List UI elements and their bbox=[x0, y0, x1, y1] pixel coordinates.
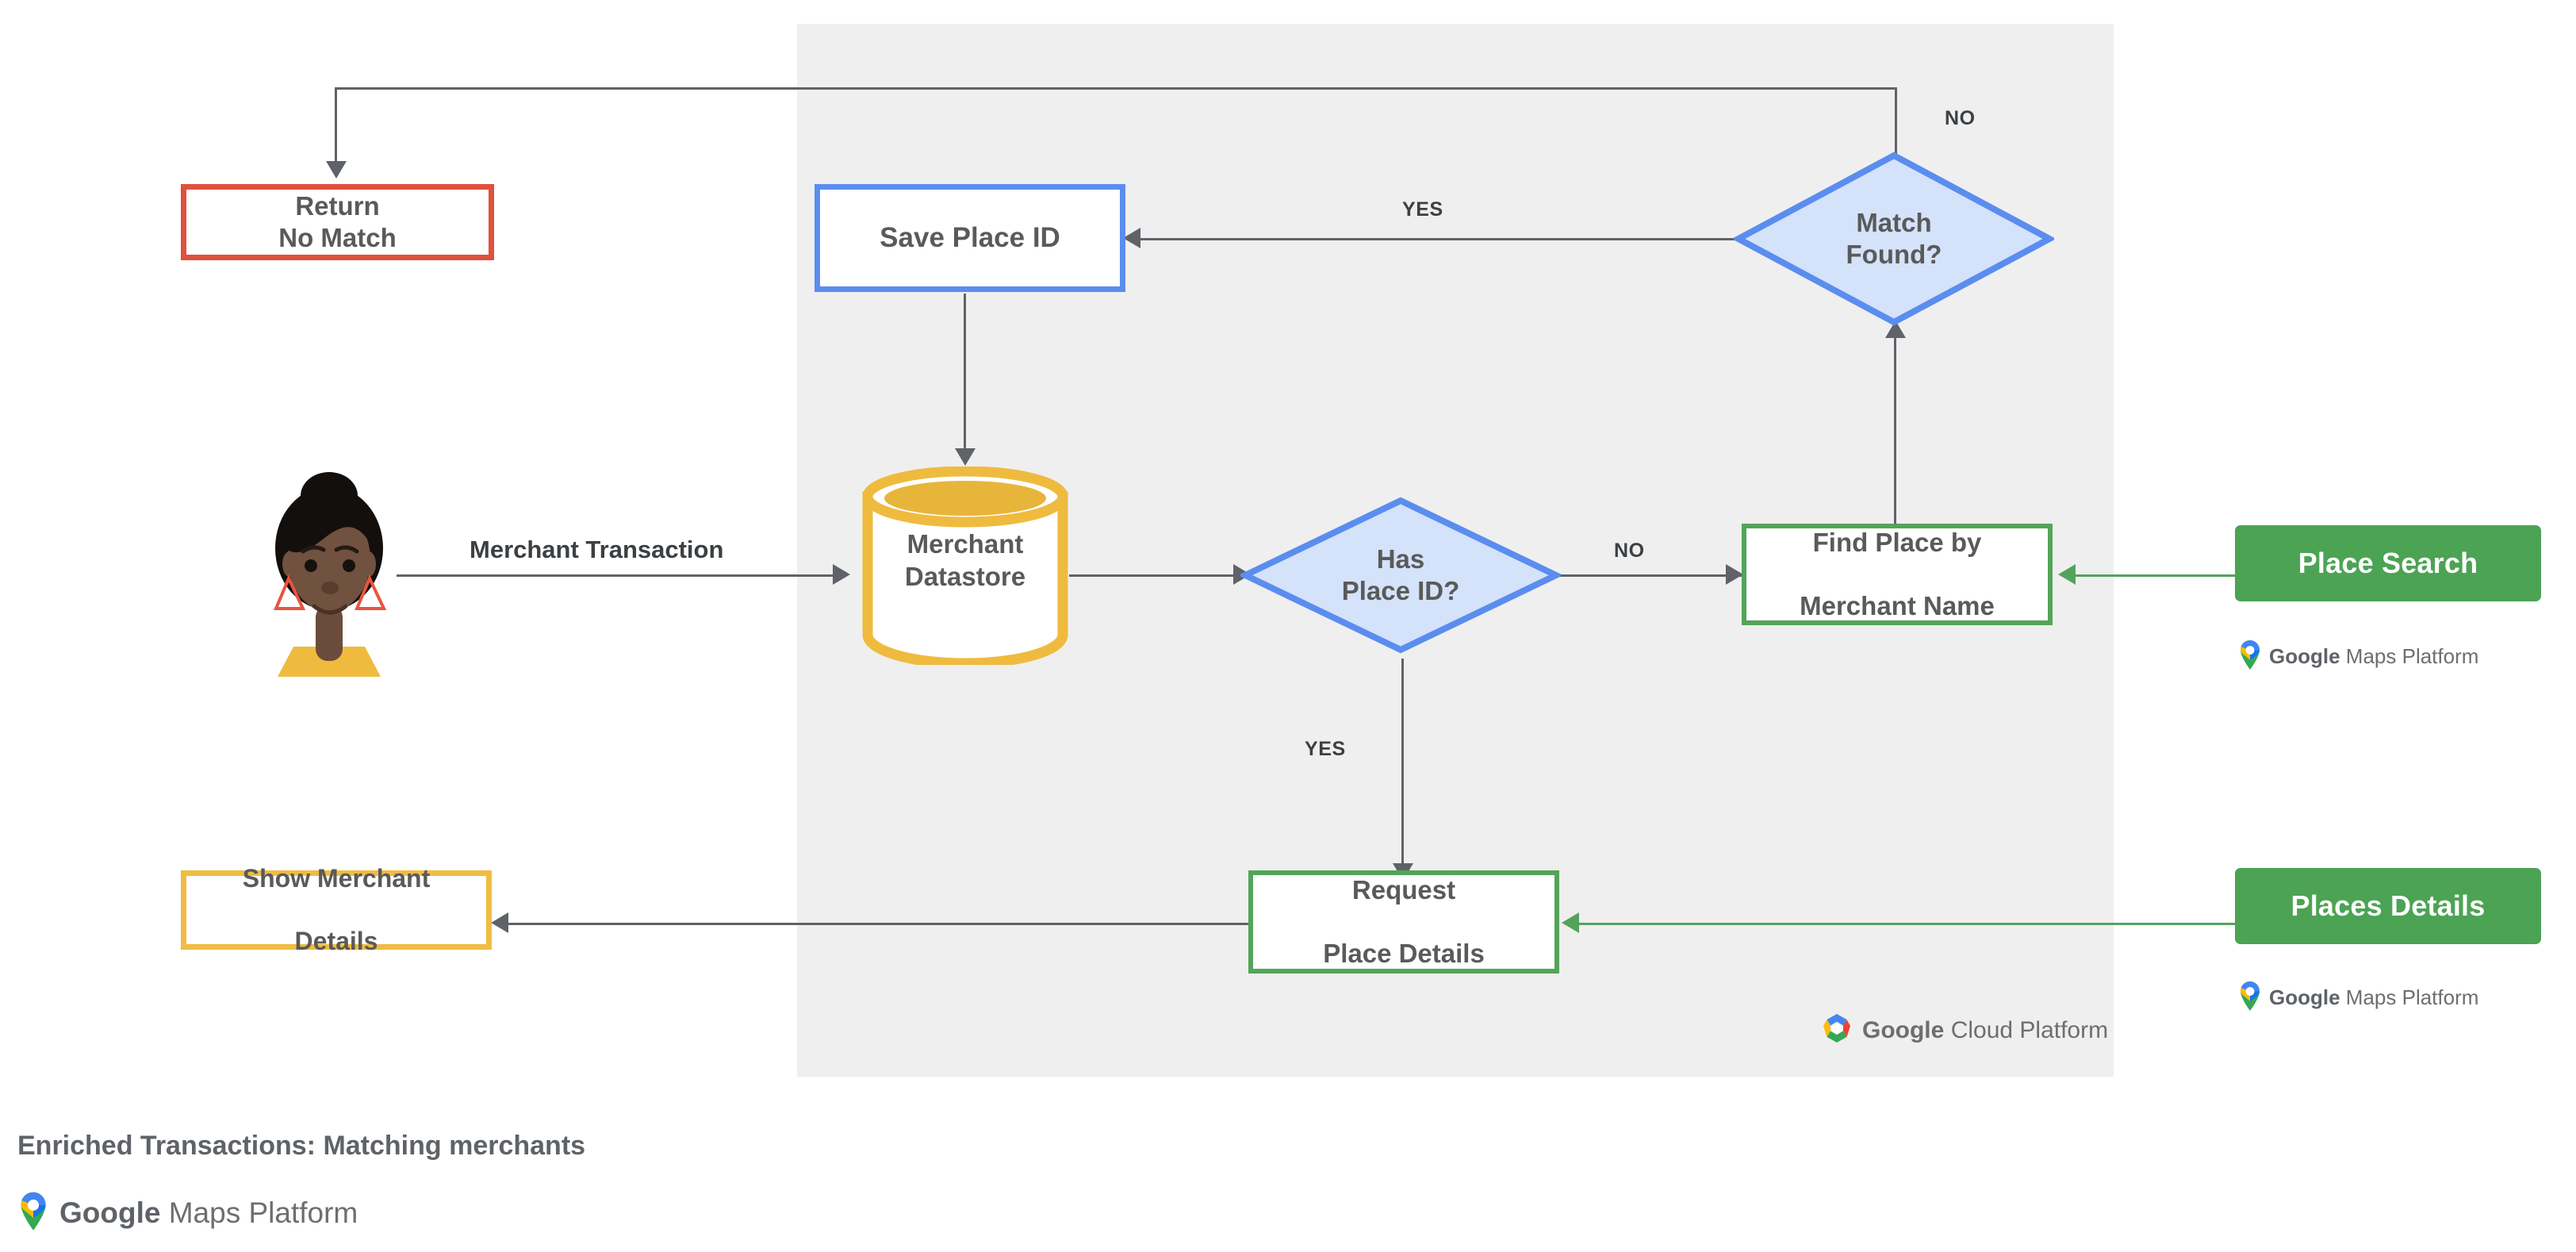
google-maps-pin-icon bbox=[17, 1190, 49, 1235]
lockup-product-text: Maps Platform bbox=[2345, 985, 2479, 1009]
node-show-merchant-details[interactable]: Show Merchant Details bbox=[181, 864, 492, 955]
google-maps-pin-icon bbox=[2238, 980, 2262, 1016]
footer-google-text: Google bbox=[59, 1196, 161, 1229]
edge-label-merchant-transaction: Merchant Transaction bbox=[470, 536, 724, 563]
edge-findplace-to-matchfound-arrowhead bbox=[1885, 321, 1906, 338]
api-chip-place-search-label: Place Search bbox=[2298, 547, 2478, 579]
edge-hasplaceid-no-arrowhead bbox=[1726, 564, 1743, 585]
google-cloud-platform-badge: Google Cloud Platform bbox=[1820, 1012, 2108, 1049]
node-request-place-details-line1: Request bbox=[1351, 874, 1456, 904]
maps-platform-lockup-place-search: Google Maps Platform bbox=[2238, 639, 2478, 674]
node-find-place-line2: Merchant Name bbox=[1800, 591, 1995, 621]
lockup-google-text: Google bbox=[2269, 644, 2340, 668]
edge-label-hasplaceid-yes: YES bbox=[1305, 738, 1346, 760]
node-has-place-id-line1: Has bbox=[1376, 543, 1425, 574]
edge-placesdetails-to-request-arrowhead bbox=[1562, 912, 1579, 933]
lockup-google-text: Google bbox=[2269, 985, 2340, 1009]
api-chip-places-details-label: Places Details bbox=[2290, 889, 2486, 922]
node-return-no-match-line2: No Match bbox=[278, 223, 397, 252]
edge-placesearch-to-findplace-line bbox=[2075, 574, 2237, 577]
edge-requestdetails-to-show-line bbox=[508, 923, 1249, 925]
edge-findplace-to-matchfound-line bbox=[1894, 333, 1896, 528]
google-cloud-hexagon-icon bbox=[1820, 1012, 1853, 1049]
node-save-place-id-label: Save Place ID bbox=[880, 221, 1060, 253]
node-find-place-by-merchant-name[interactable]: Find Place by Merchant Name bbox=[1742, 524, 2053, 625]
gcp-google-text: Google bbox=[1862, 1016, 1945, 1043]
edge-match-no-horizontal bbox=[335, 87, 1897, 90]
node-return-no-match[interactable]: Return No Match bbox=[181, 184, 494, 260]
node-show-merchant-details-line2: Details bbox=[294, 926, 378, 955]
node-has-place-id-line2: Place ID? bbox=[1341, 576, 1460, 605]
node-has-place-id[interactable]: Has Place ID? bbox=[1237, 496, 1564, 655]
edge-transaction-arrowhead bbox=[833, 564, 850, 585]
edge-label-match-yes: YES bbox=[1402, 198, 1443, 221]
node-show-merchant-details-line1: Show Merchant bbox=[242, 864, 431, 893]
edge-datastore-to-hasplaceid-line bbox=[1069, 574, 1240, 577]
edge-label-hasplaceid-no: NO bbox=[1614, 540, 1645, 562]
edge-placesearch-to-findplace-arrowhead bbox=[2058, 564, 2076, 585]
node-merchant-datastore-line2: Datastore bbox=[904, 561, 1026, 591]
node-save-place-id[interactable]: Save Place ID bbox=[815, 184, 1125, 292]
edge-match-no-arrowhead bbox=[326, 161, 347, 179]
edge-match-no-vertical-left bbox=[335, 87, 337, 167]
lockup-product-text: Maps Platform bbox=[2345, 644, 2479, 668]
node-return-no-match-line1: Return bbox=[295, 190, 380, 221]
node-match-found-line2: Found? bbox=[1846, 240, 1942, 269]
edge-placesdetails-to-request-line bbox=[1578, 923, 2237, 925]
edge-hasplaceid-no-line bbox=[1558, 574, 1742, 577]
footer-maps-platform-lockup: Google Maps Platform bbox=[17, 1190, 358, 1235]
edge-saveplaceid-to-datastore-arrowhead bbox=[955, 448, 976, 466]
node-match-found-line1: Match bbox=[1856, 207, 1932, 237]
page-title: Enriched Transactions: Matching merchant… bbox=[17, 1131, 586, 1161]
google-maps-pin-icon bbox=[2238, 639, 2262, 674]
edge-requestdetails-to-show-arrowhead bbox=[491, 912, 508, 933]
edge-label-match-no: NO bbox=[1945, 107, 1976, 129]
merchant-customer-avatar bbox=[262, 463, 397, 677]
edge-match-yes-line bbox=[1140, 238, 1750, 240]
node-merchant-datastore[interactable]: Merchant Datastore bbox=[861, 466, 1069, 669]
node-request-place-details-line2: Place Details bbox=[1323, 939, 1485, 969]
edge-transaction-line bbox=[397, 574, 834, 577]
maps-platform-lockup-places-details: Google Maps Platform bbox=[2238, 980, 2478, 1016]
edge-saveplaceid-to-datastore-line bbox=[964, 294, 966, 452]
gcp-product-text: Cloud Platform bbox=[1950, 1016, 2109, 1043]
edge-match-yes-arrowhead bbox=[1123, 228, 1140, 248]
node-request-place-details[interactable]: Request Place Details bbox=[1248, 870, 1559, 974]
node-match-found[interactable]: Match Found? bbox=[1731, 151, 2057, 327]
footer-product-text: Maps Platform bbox=[168, 1196, 358, 1229]
node-merchant-datastore-line1: Merchant bbox=[907, 529, 1024, 559]
edge-match-no-vertical-right bbox=[1895, 87, 1897, 157]
edge-hasplaceid-yes-line bbox=[1401, 659, 1404, 869]
node-find-place-line1: Find Place by bbox=[1812, 527, 1982, 557]
api-chip-place-search[interactable]: Place Search bbox=[2235, 525, 2541, 601]
api-chip-places-details[interactable]: Places Details bbox=[2235, 868, 2541, 944]
